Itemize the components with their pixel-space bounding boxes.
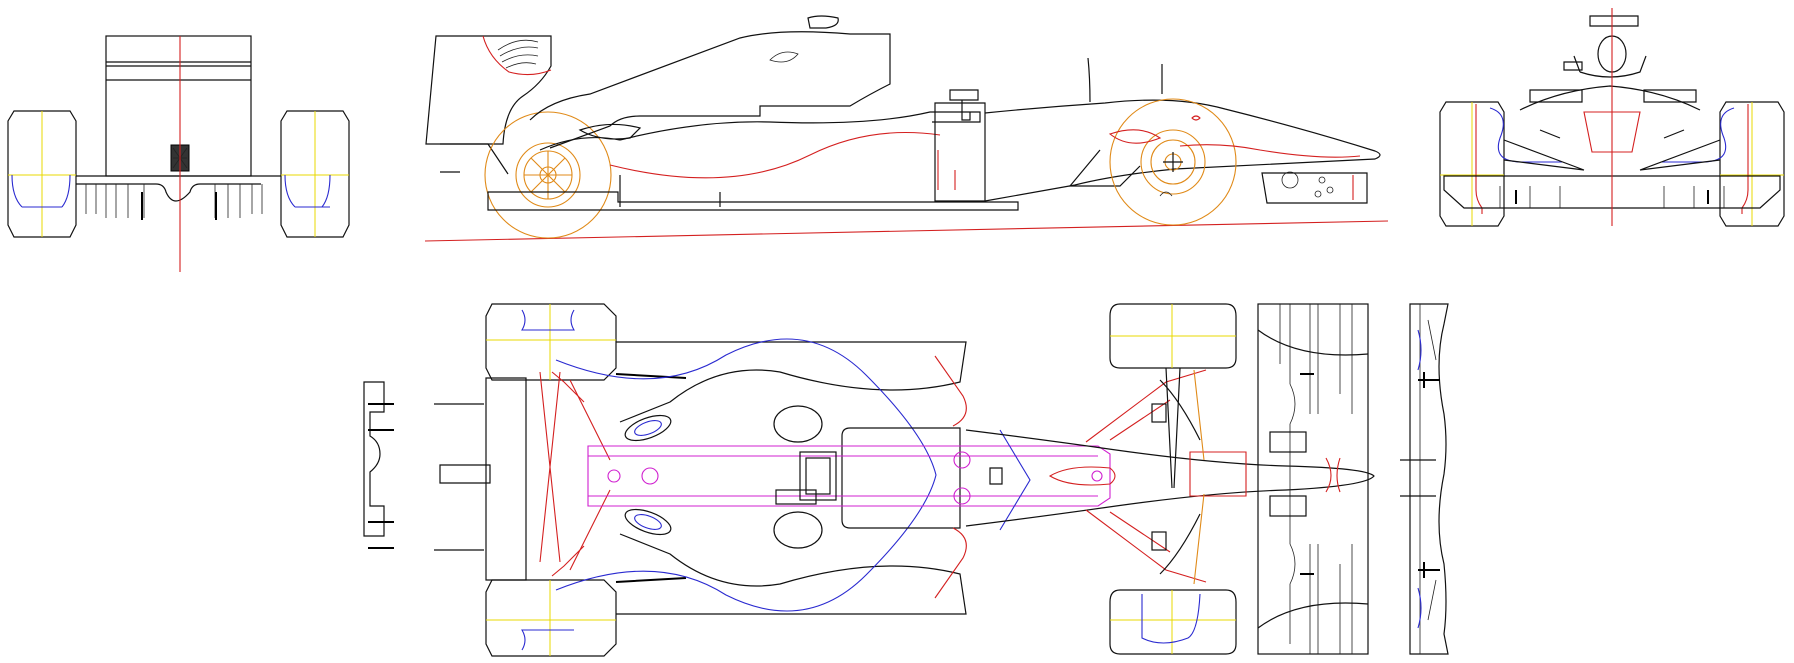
top-front-left-wheel: [1109, 303, 1237, 369]
front-view: [1439, 8, 1785, 227]
top-cockpit-surround: [841, 427, 961, 529]
front-wing-side-view: [1400, 303, 1449, 655]
top-sidepod-outline: [555, 338, 937, 612]
side-rear-wheel: [484, 111, 612, 239]
side-front-wheel: [1108, 98, 1237, 226]
rear-left-wheel: [7, 110, 77, 238]
front-wing-top-view: [1257, 303, 1369, 655]
top-rear-right-wheel: [485, 579, 617, 657]
rear-right-wheel: [280, 110, 350, 238]
front-wing-front: [1443, 175, 1781, 209]
side-view: [424, 15, 1389, 242]
top-view: [363, 303, 1375, 657]
top-rear-left-wheel: [485, 303, 617, 381]
ground-reference-line: [424, 220, 1389, 242]
rear-wing-flap-edge: [482, 35, 552, 76]
airbox-top: [1589, 15, 1639, 27]
engine-cover: [529, 31, 891, 149]
side-front-wing: [1261, 172, 1368, 204]
rear-view: [7, 35, 350, 272]
top-nose: [965, 429, 1375, 527]
side-rear-wing: [425, 35, 552, 145]
top-rear-wing-endplate: [363, 381, 385, 537]
top-floor-plank: [587, 445, 1111, 507]
nose: [984, 99, 1381, 202]
camera-pod: [807, 15, 839, 29]
cockpit: [934, 102, 986, 202]
top-front-right-wheel: [1109, 589, 1237, 655]
